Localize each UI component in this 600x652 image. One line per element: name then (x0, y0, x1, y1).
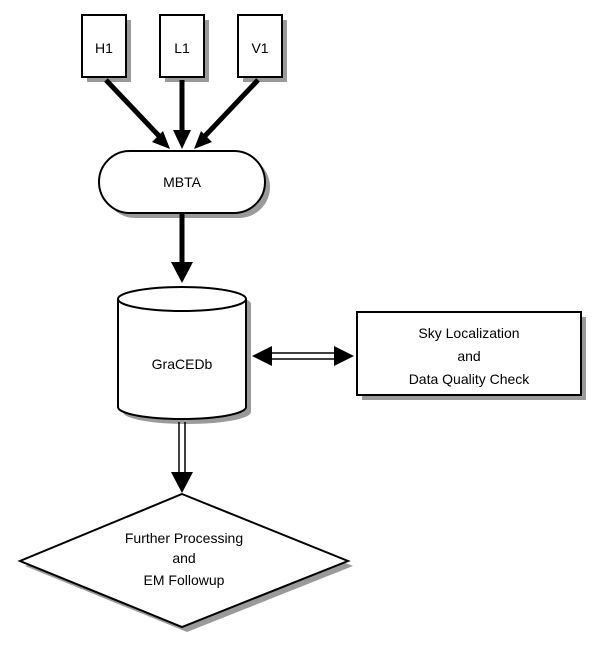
arrowhead-left (252, 346, 272, 366)
detector-v1-node: V1 (237, 14, 287, 82)
mbta-node: MBTA (98, 150, 270, 218)
detector-arrows (104, 78, 260, 149)
sky-box-line-2: and (457, 348, 480, 364)
gracedb-label: GraCEDb (152, 356, 213, 372)
sky-localization-node: Sky Localization and Data Quality Check (356, 311, 586, 400)
decision-line-2: and (172, 550, 195, 566)
decision-line-3: EM Followup (144, 572, 225, 588)
detector-h1-node: H1 (81, 14, 131, 82)
arrowhead-l1 (173, 130, 191, 149)
decision-line-1: Further Processing (125, 530, 243, 546)
detector-l1-label: L1 (174, 40, 190, 56)
decision-node: Further Processing and EM Followup (17, 492, 353, 632)
arrowhead-v1 (194, 131, 212, 149)
gracedb-node: GraCEDb (117, 286, 251, 424)
detector-h1-label: H1 (95, 40, 113, 56)
arrow-mbta-to-gracedb (171, 214, 193, 283)
arrow-v1-to-mbta (202, 78, 260, 139)
arrowhead-right (334, 346, 354, 366)
sky-box-line-1: Sky Localization (418, 325, 519, 341)
detector-v1-label: V1 (251, 40, 268, 56)
arrow-gracedb-to-decision (171, 422, 193, 493)
sky-box-line-3: Data Quality Check (409, 371, 531, 387)
arrow-h1-to-mbta (104, 78, 162, 139)
arrowhead-h1 (152, 131, 170, 149)
arrow-gracedb-sky-bidirectional (252, 346, 354, 366)
mbta-label: MBTA (163, 174, 202, 190)
detector-l1-node: L1 (159, 14, 209, 82)
